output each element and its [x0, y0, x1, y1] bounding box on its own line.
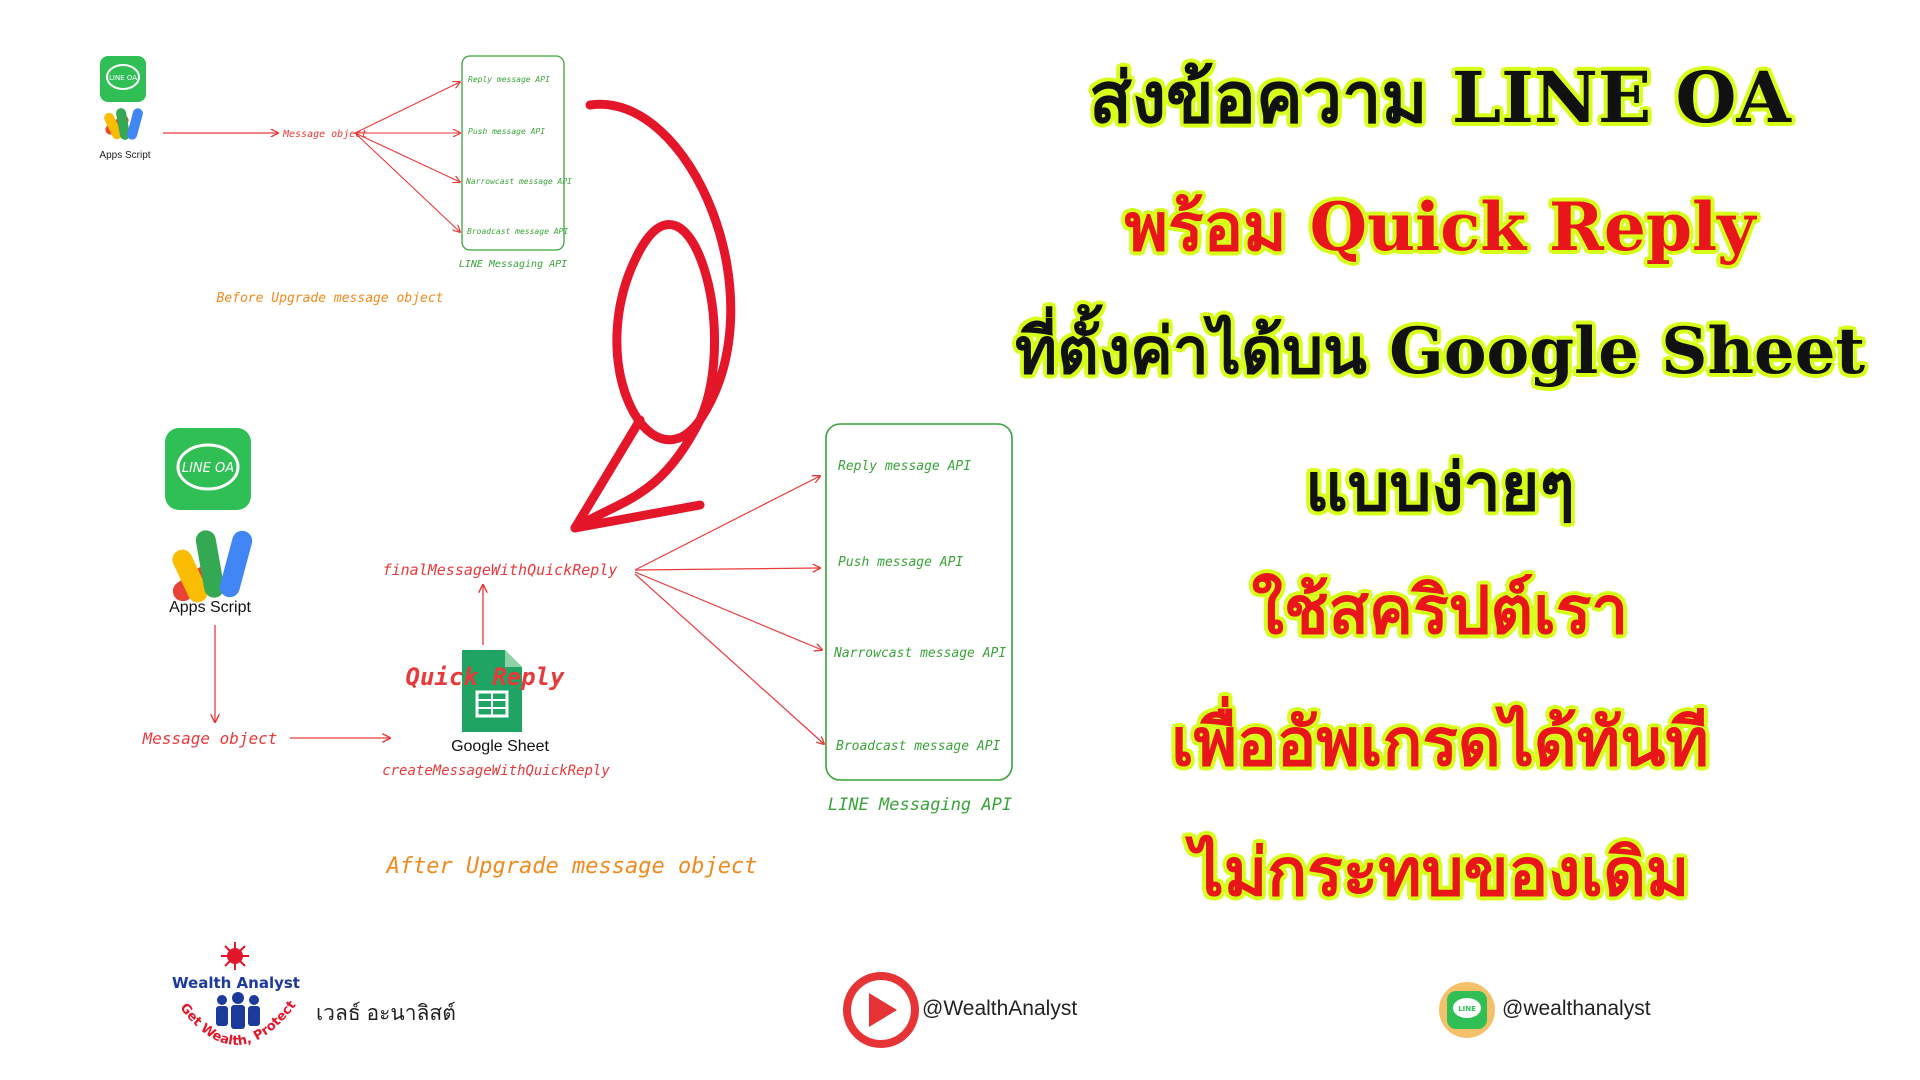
message-object-label: Message object [282, 129, 367, 140]
after-caption: After Upgrade message object [385, 854, 758, 879]
headline-line-6: เพื่ออัพเกรดได้ทันที [1171, 703, 1709, 781]
line-handle[interactable]: @wealthanalyst [1502, 997, 1651, 1020]
apps-script-label: Apps Script [169, 599, 251, 616]
line-messaging-api-box [461, 55, 565, 251]
headline-line-1: ส่งข้อความ LINE OA [1089, 56, 1791, 139]
line-icon-text: LINE [1458, 1005, 1476, 1013]
brand-thai-name: เวลธ์ อะนาลิสต์ [316, 1002, 456, 1025]
line-oa-icon: LINE OA [165, 428, 251, 510]
create-message-label: createMessageWithQuickReply [382, 763, 610, 779]
final-message-label: finalMessageWithQuickReply [383, 561, 618, 579]
api-push: Push message API [838, 555, 963, 570]
headline-line-5: ใช้สคริปต์เรา [1251, 571, 1629, 649]
headline-line-3: ที่ตั้งค่าได้บน Google Sheet [1015, 314, 1865, 389]
api-broadcast: Broadcast message API [836, 739, 1001, 754]
apps-script-label: Apps Script [99, 150, 150, 161]
headline-line-7: ไม่กระทบของเดิม [1190, 833, 1690, 911]
transition-arrow [570, 99, 736, 533]
line-oa-icon-text: LINE OA [182, 461, 234, 476]
message-object-label: Message object [142, 729, 278, 748]
google-sheet-icon [462, 650, 522, 732]
apps-script-icon [172, 530, 253, 603]
youtube-play-icon [843, 972, 919, 1048]
apps-script-icon [104, 108, 143, 140]
quick-reply-label: Quick Reply [406, 663, 565, 691]
before-caption: Before Upgrade message object [217, 291, 444, 306]
line-oa-icon-text: LINE OA [109, 74, 137, 82]
headline-line-2: พร้อม Quick Reply [1124, 188, 1756, 266]
headline-line-4: แบบง่ายๆ [1305, 448, 1575, 526]
api-narrowcast: Narrowcast message API [833, 646, 1006, 661]
line-icon: LINE [1439, 982, 1495, 1038]
api-reply: Reply message API [838, 459, 971, 474]
logo-title: Wealth Analyst [172, 974, 300, 992]
line-messaging-api-label: LINE Messaging API [459, 259, 567, 270]
line-messaging-api-label: LINE Messaging API [828, 795, 1012, 815]
line-messaging-api-box [825, 423, 1013, 781]
api-push: Push message API [468, 127, 545, 136]
api-reply: Reply message API [468, 75, 550, 84]
youtube-handle[interactable]: @WealthAnalyst [922, 997, 1078, 1020]
api-narrowcast: Narrowcast message API [465, 177, 572, 186]
line-oa-icon: LINE OA [100, 56, 146, 102]
api-broadcast: Broadcast message API [467, 227, 568, 236]
before-diagram: LINE OA Apps Script Message object Reply… [99, 55, 572, 306]
google-sheet-label: Google Sheet [451, 738, 549, 755]
after-diagram: LINE OA Apps Script Message object Quick… [142, 423, 1013, 879]
